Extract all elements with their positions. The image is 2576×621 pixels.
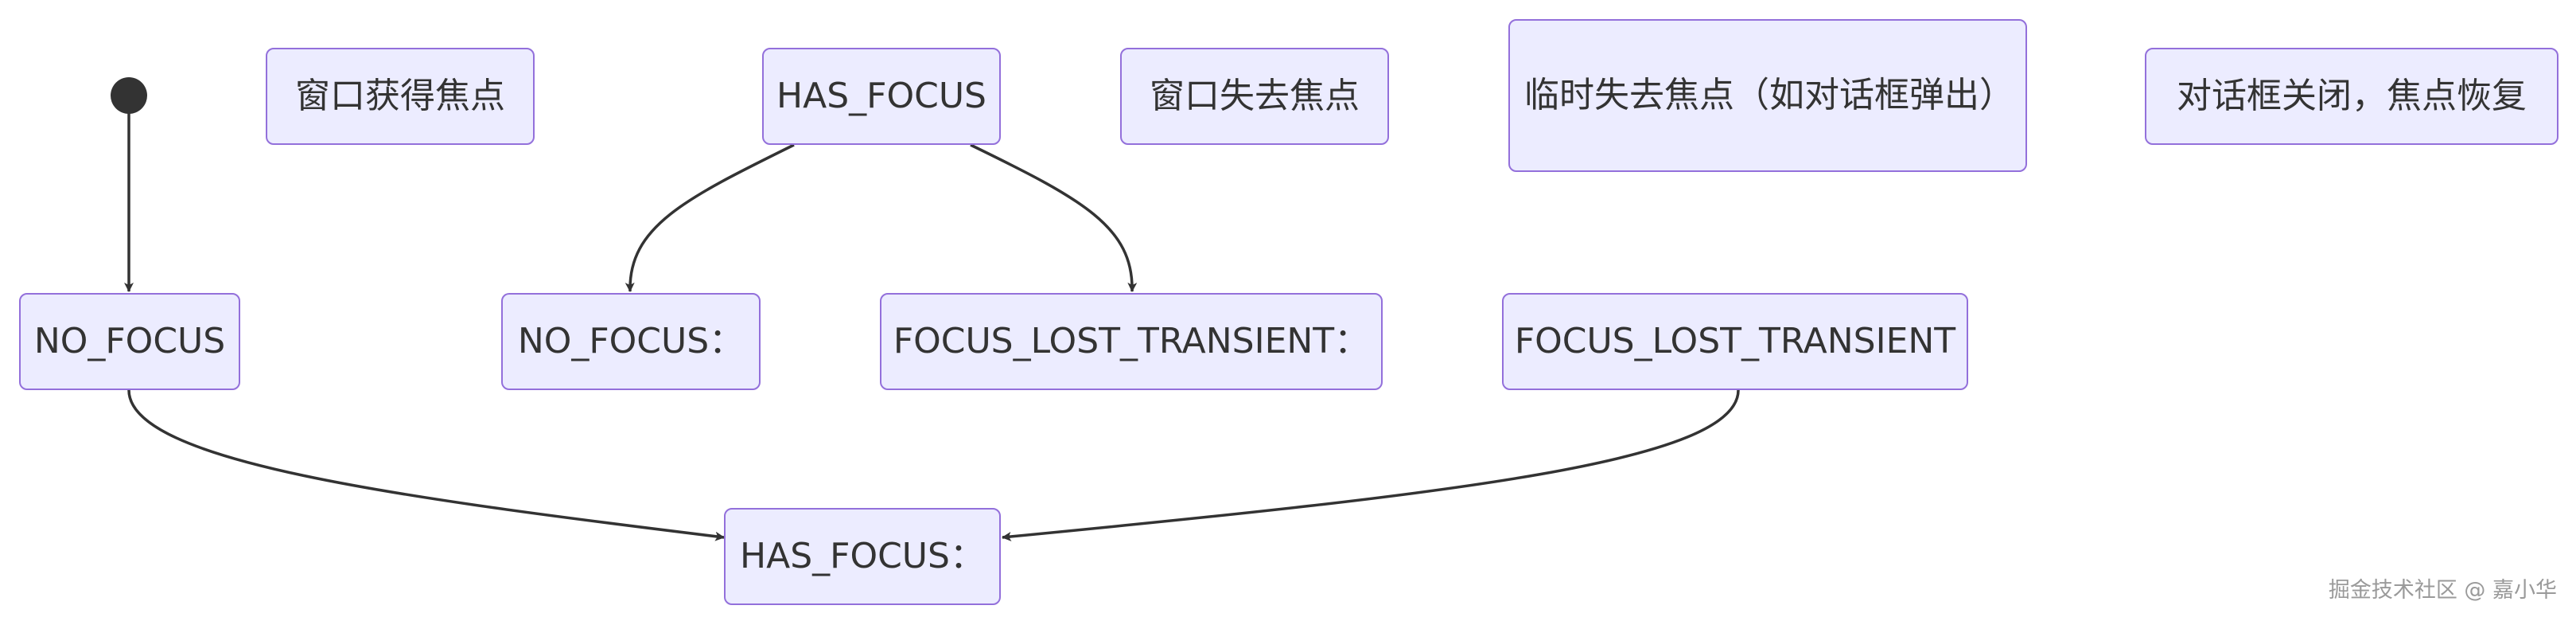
state-no-focus-label[interactable]: NO_FOCUS： (501, 293, 761, 390)
watermark: 掘金技术社区 @ 嘉小华 (2328, 578, 2557, 603)
note-window-lose-focus: 窗口失去焦点 (1120, 48, 1389, 145)
state-has-focus-bottom[interactable]: HAS_FOCUS： (724, 508, 1001, 605)
state-no-focus[interactable]: NO_FOCUS (19, 293, 240, 390)
note-temporary-lose-focus: 临时失去焦点（如对话框弹出） (1508, 19, 2027, 172)
edge-no-focus-to-has-focus (127, 389, 725, 541)
state-focus-lost-transient[interactable]: FOCUS_LOST_TRANSIENT (1502, 293, 1968, 390)
edge-has-focus-to-no-focus (625, 143, 795, 292)
note-window-gain-focus: 窗口获得焦点 (266, 48, 535, 145)
edge-has-focus-to-focus-lost-transient (970, 143, 1138, 292)
note-dialog-closed-restore: 对话框关闭，焦点恢复 (2145, 48, 2558, 145)
edge-focus-lost-transient-to-has-focus (1002, 389, 1740, 541)
state-has-focus-top[interactable]: HAS_FOCUS (762, 48, 1001, 145)
start-state-dot (111, 77, 147, 114)
state-focus-lost-transient-label[interactable]: FOCUS_LOST_TRANSIENT： (880, 293, 1383, 390)
